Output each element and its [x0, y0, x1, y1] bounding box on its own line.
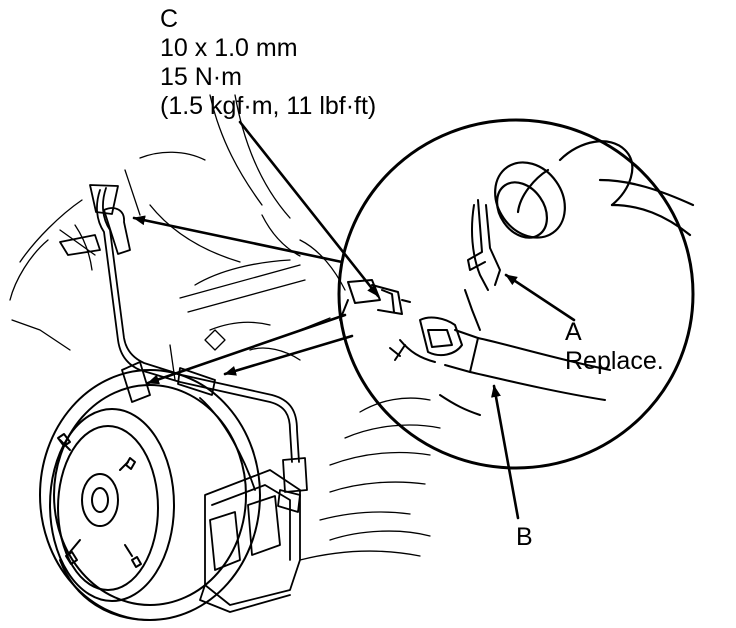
callout-c-torque-alt: (1.5 kgf·m, 11 lbf·ft) [160, 92, 377, 120]
callout-c-spec: C 10 x 1.0 mm 15 N·m (1.5 kgf·m, 11 lbf·… [160, 5, 376, 121]
callout-b-letter: B [516, 523, 533, 551]
callout-c-letter: C [160, 5, 179, 33]
brake-caliper [199, 397, 301, 613]
hammer-icon [494, 140, 695, 239]
clip-a [467, 199, 501, 291]
callout-a-letter: A [565, 318, 582, 346]
brake-drum [39, 369, 261, 621]
hose-b [389, 289, 611, 416]
brake-pipe [59, 184, 308, 513]
fitting-c [339, 279, 411, 321]
callout-a-note: Replace. [565, 347, 664, 375]
callout-a: A Replace. [565, 318, 664, 376]
detail-magnifier [337, 118, 695, 470]
chassis-background [9, 94, 441, 561]
callout-arrows [132, 120, 576, 520]
callout-c-size: 10 x 1.0 mm [160, 34, 298, 62]
callout-c-torque-nm: 15 N·m [160, 63, 242, 91]
